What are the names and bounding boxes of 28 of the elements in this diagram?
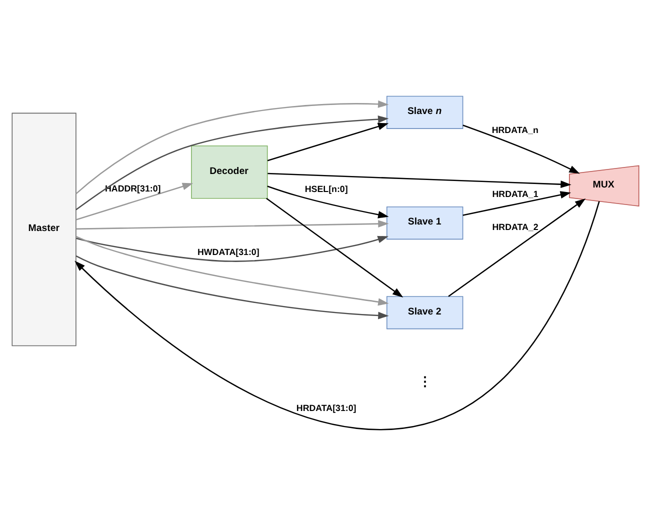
node-box: Slave 1 bbox=[386, 206, 464, 240]
arrow bbox=[267, 122, 389, 161]
arrow bbox=[76, 235, 389, 306]
arrow bbox=[268, 172, 572, 188]
node-box: Slave 2 bbox=[386, 296, 464, 329]
label: ⋮ bbox=[418, 374, 432, 388]
edge-label: HSEL[n:0] bbox=[304, 184, 348, 194]
arrow bbox=[76, 220, 389, 230]
node-box: Master bbox=[12, 112, 76, 346]
arrow bbox=[76, 182, 194, 220]
arrow bbox=[267, 185, 389, 218]
edge-label: HWDATA[31:0] bbox=[197, 246, 260, 257]
arrow bbox=[448, 198, 586, 296]
arrow bbox=[462, 124, 580, 174]
node-box: Decoder bbox=[191, 145, 268, 198]
arrow bbox=[76, 254, 389, 319]
edge-label: HRDATA_n bbox=[492, 124, 538, 135]
arrow bbox=[266, 197, 404, 298]
edge-label: HRDATA[31:0] bbox=[296, 402, 356, 413]
arrow bbox=[76, 100, 389, 194]
node-box: Slave n bbox=[386, 95, 464, 128]
arrow bbox=[462, 190, 572, 216]
arrow bbox=[76, 235, 388, 262]
arrow bbox=[76, 115, 389, 210]
edge-label: HRDATA_1 bbox=[492, 188, 538, 199]
arrow bbox=[74, 200, 600, 430]
edge-label: HADDR[31:0] bbox=[105, 182, 161, 193]
edge-label: HRDATA_2 bbox=[492, 222, 538, 232]
